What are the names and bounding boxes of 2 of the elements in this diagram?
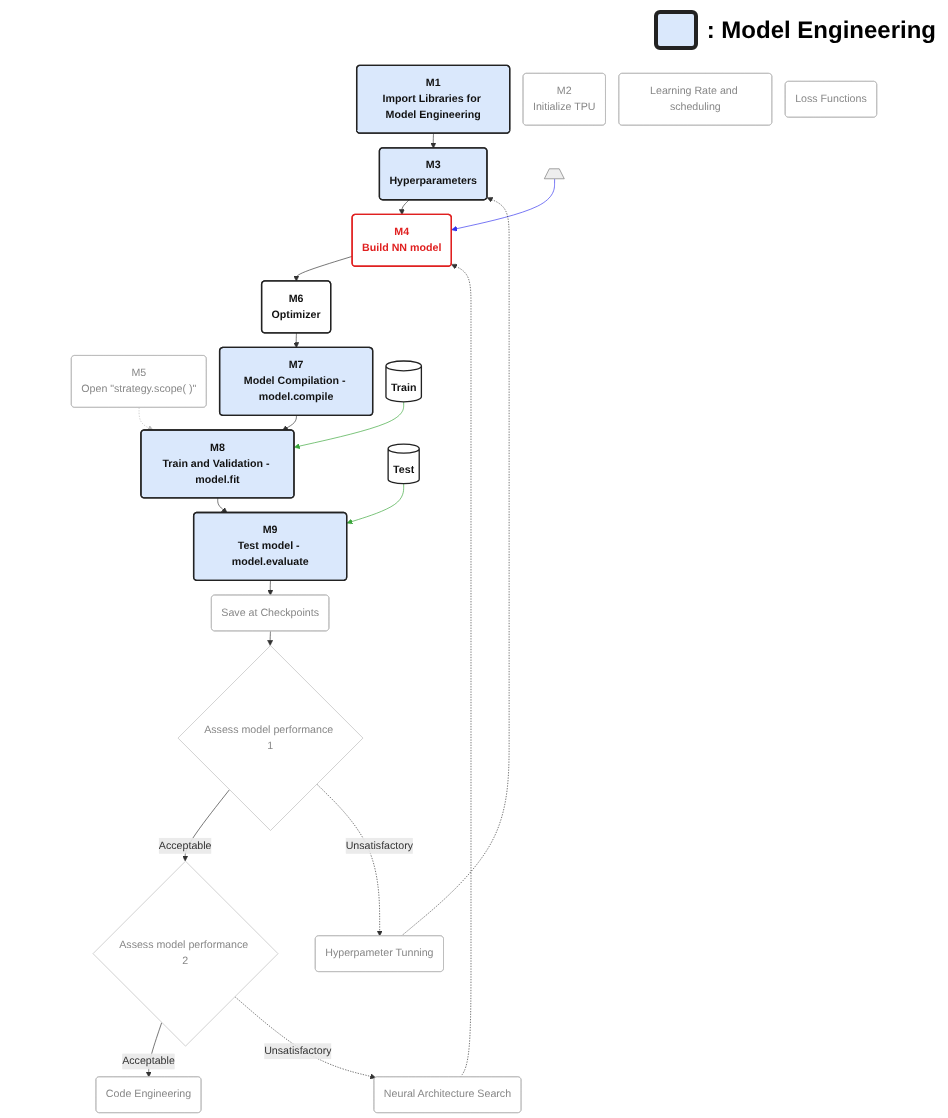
legend-text: : Model Engineering [706, 16, 936, 44]
picture [544, 168, 565, 180]
